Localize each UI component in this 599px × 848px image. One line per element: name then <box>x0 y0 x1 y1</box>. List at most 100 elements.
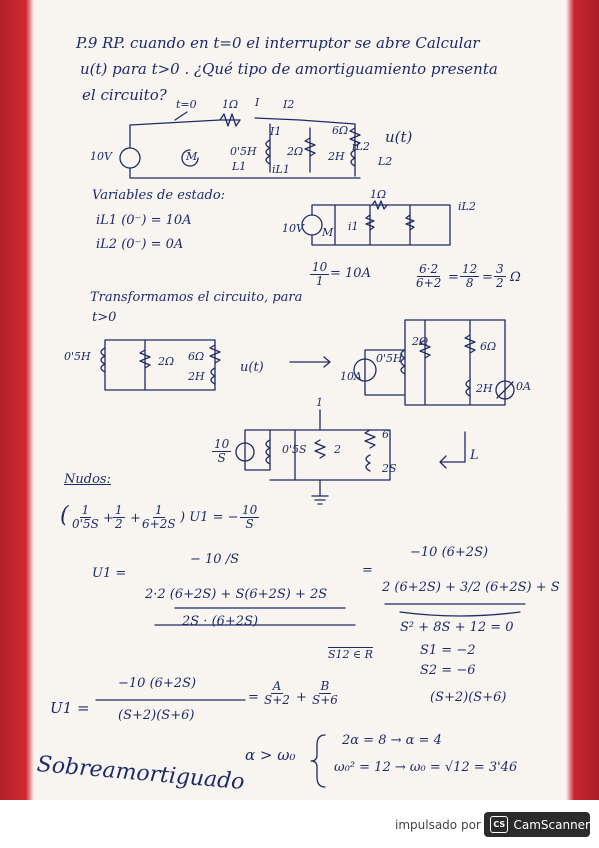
circuit-1 <box>119 111 361 179</box>
damping-condition: α > ω₀ <box>245 746 296 764</box>
output-label: u(t) <box>385 128 413 146</box>
root-s2: S2 = −6 <box>420 663 476 678</box>
r3-label: 6Ω <box>332 124 349 137</box>
eq-term-c: 1 6+2S <box>140 504 178 530</box>
r2-label: 2Ω <box>287 145 304 158</box>
final-num: −10 (6+2S) <box>118 676 197 691</box>
circuit-4 <box>353 319 515 406</box>
final-fraction-lines <box>95 699 246 701</box>
c3-l1-label: 0'5H <box>64 350 91 363</box>
big-fraction-den: 2·2 (6+2S) + S(6+2S) + 2S <box>145 587 328 602</box>
current-i2-label: I2 <box>283 98 295 111</box>
par-unit: Ω <box>510 270 521 285</box>
pb-den: S+6 <box>312 692 338 707</box>
c2-r-label: 1Ω <box>370 188 387 201</box>
il2-label: iL2 <box>352 140 370 153</box>
plus-1: + <box>103 511 114 526</box>
r1-label: 1Ω <box>222 98 239 111</box>
u1-label: U1 = <box>92 566 127 581</box>
brace <box>310 734 326 788</box>
circuit-3 <box>100 339 331 391</box>
par-num2: 12 <box>460 262 480 277</box>
c5-r-label: 2 <box>334 443 341 456</box>
c2-il2-label: iL2 <box>458 200 476 213</box>
par-eq-2: = <box>482 270 493 285</box>
circuit-5 <box>235 409 466 505</box>
l1-name-label: L1 <box>232 160 247 173</box>
par-eq-1: = <box>448 270 459 285</box>
c3-r2-label: 6Ω <box>188 350 205 363</box>
c5-l-label: 0'5S <box>282 443 307 456</box>
parallel-fraction-2: 12 8 <box>460 262 480 290</box>
mesh-label: M <box>186 150 198 163</box>
c4-r1-label: 2Ω <box>412 335 429 348</box>
eq-b-den: 2 <box>115 516 123 531</box>
parallel-fraction-3: 3 2 <box>494 263 506 289</box>
par-num3: 3 <box>494 262 506 277</box>
partial-a: A S+2 <box>262 680 292 706</box>
c5-source-fraction: 10 S <box>212 437 232 465</box>
par-num: 6·2 <box>417 262 441 277</box>
pb-num: B <box>318 679 332 694</box>
eq-a-num: 1 <box>79 503 92 518</box>
circuit-drawings <box>100 111 526 788</box>
switch-label: t=0 <box>176 98 197 111</box>
eq-rhs-den: S <box>245 516 254 531</box>
c3-r1-label: 2Ω <box>158 355 175 368</box>
ohm-den: 1 <box>315 273 324 288</box>
root-s1: S1 = −2 <box>420 643 476 658</box>
problem-line-1: P.9 RP. cuando en t=0 el interruptor se … <box>76 34 480 52</box>
c5-l2-label: 2S <box>382 462 397 475</box>
eq-c-num: 1 <box>152 503 165 518</box>
pa-num: A <box>270 679 284 694</box>
camscanner-logo-icon: CS <box>490 816 509 833</box>
right-fraction-den: 2 (6+2S) + 3/2 (6+2S) + S <box>382 580 560 595</box>
current-i-label: I <box>255 96 260 109</box>
circuit-2 <box>301 200 451 246</box>
c4-l1-label: 0'5H <box>376 352 403 365</box>
problem-line-2: u(t) para t>0 . ¿Qué tipo de amortiguami… <box>80 60 498 78</box>
big-fraction-num: − 10 /S <box>190 552 239 567</box>
c4-l2-label: 2H <box>476 382 493 395</box>
plus-2: + <box>130 511 141 526</box>
state-il1: iL1 (0⁻) = 10A <box>96 213 192 228</box>
c4-src-label: 10A <box>340 370 362 383</box>
transform-line-1: Transformamos el circuito, para <box>90 290 303 305</box>
eq-b-num: 1 <box>113 503 125 518</box>
c5-mark-label: 1 <box>316 396 323 409</box>
scanned-page <box>0 0 599 800</box>
eq-c-den: 6+2S <box>142 516 176 531</box>
ohm-result: = 10A <box>330 266 371 281</box>
partial-b: B S+6 <box>310 680 340 706</box>
fraction-underlines <box>154 603 526 626</box>
c4-r2-label: 6Ω <box>480 340 497 353</box>
pa-den: S+2 <box>264 692 290 707</box>
c5-gnd-label: L <box>470 448 479 463</box>
camscanner-badge[interactable]: CS CamScanner <box>484 812 590 837</box>
ohm-fraction: 10 1 <box>310 261 330 288</box>
l2-label: 2H <box>328 150 345 163</box>
par-den: 6+2 <box>416 275 442 290</box>
camscanner-brand: CamScanner <box>513 817 590 832</box>
state-il2: iL2 (0⁻) = 0A <box>96 237 184 252</box>
il1-label: iL1 <box>272 163 290 176</box>
l1-label: 0'5H <box>230 145 257 158</box>
c2-mesh-label: M <box>322 226 334 239</box>
footer-text: impulsado por <box>395 818 481 832</box>
c2-i1-label: i1 <box>348 220 359 233</box>
alpha-eq: 2α = 8 → α = 4 <box>342 733 442 748</box>
eq-term-a: 1 0'5S <box>70 504 101 530</box>
nodes-title: Nudos: <box>64 472 111 487</box>
transform-line-2: t>0 <box>92 310 117 325</box>
eq-rhs-fraction: 10 S <box>240 503 260 531</box>
c5-src-num: 10 <box>212 437 232 452</box>
eq-rhs-num: 10 <box>240 503 260 518</box>
par-den2: 8 <box>465 275 474 290</box>
c5-r2-label: 6 <box>382 428 389 441</box>
partial-plus: + <box>296 690 307 705</box>
parallel-fraction-1: 6·2 6+2 <box>414 263 443 289</box>
c5-src-den: S <box>217 450 226 465</box>
final-u1-label: U1 = <box>50 699 90 717</box>
final-den: (S+2)(S+6) <box>118 708 195 723</box>
eq-a-den: 0'5S <box>72 516 99 531</box>
